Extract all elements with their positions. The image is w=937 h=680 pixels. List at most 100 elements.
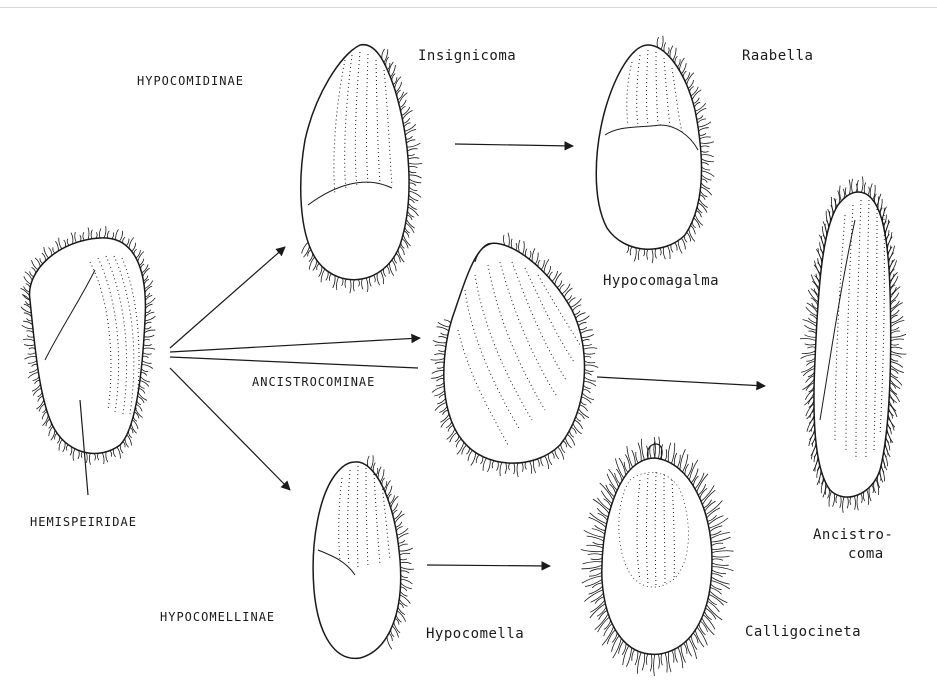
cilium — [689, 460, 698, 480]
cilium — [439, 395, 445, 399]
hypocomella-outline — [313, 462, 401, 658]
cilium — [88, 228, 89, 240]
cilium — [102, 453, 104, 464]
cilium — [804, 325, 816, 330]
cilium — [409, 195, 419, 201]
cilium — [35, 380, 40, 384]
cilium — [24, 276, 31, 284]
cilium — [711, 577, 729, 584]
cilium — [638, 249, 640, 261]
cilium — [805, 344, 816, 345]
cilium — [665, 449, 667, 460]
cilium — [588, 554, 603, 555]
cilium — [582, 576, 602, 583]
cilium — [712, 563, 729, 565]
cilium — [626, 648, 631, 667]
cilium — [838, 191, 840, 204]
cilium — [401, 579, 413, 584]
cilium — [398, 92, 404, 100]
cilium — [890, 369, 898, 374]
cilium — [699, 199, 708, 208]
cilium — [142, 361, 152, 364]
cilium — [667, 48, 669, 55]
cilium — [668, 652, 671, 672]
label-calligocineta: Calligocineta — [745, 624, 861, 640]
cilium — [120, 445, 123, 454]
cilium — [836, 495, 837, 503]
cilium — [75, 232, 77, 243]
cilium — [582, 393, 594, 400]
cilium — [145, 304, 152, 309]
cilium — [558, 447, 564, 460]
cilium — [433, 341, 447, 343]
cilium — [659, 437, 660, 459]
cilium — [23, 339, 34, 341]
cilium — [145, 322, 152, 325]
cilium — [703, 615, 715, 630]
cilium — [702, 167, 710, 170]
cilium — [823, 483, 826, 498]
arrow-insignicoma-to-raabella — [455, 144, 573, 146]
cilium — [711, 584, 722, 590]
cilium — [409, 166, 418, 167]
hemispeiridae-outline — [30, 238, 146, 454]
cilium — [891, 351, 907, 354]
cilium — [589, 572, 602, 576]
cilium — [530, 461, 532, 474]
cilium — [712, 551, 734, 553]
cilium — [577, 316, 589, 322]
cilium — [578, 322, 586, 326]
cilium — [574, 311, 580, 315]
cilium — [585, 365, 599, 367]
cilium — [394, 257, 397, 264]
label-ancistrocominae: ANCISTROCOMINAE — [252, 375, 375, 389]
cilium — [664, 42, 666, 52]
cilium — [107, 231, 109, 239]
cilium — [25, 356, 37, 359]
cilium — [701, 155, 714, 157]
cilium — [142, 365, 153, 369]
cilium — [64, 240, 66, 247]
cilium — [712, 574, 723, 578]
raabella-outline — [596, 45, 701, 249]
cilium — [672, 651, 674, 663]
cilium — [402, 107, 410, 115]
cilium — [690, 87, 694, 93]
cilium — [431, 359, 445, 361]
cilium — [112, 233, 114, 239]
cilium — [800, 338, 816, 340]
cilium — [701, 146, 710, 147]
cilium — [678, 241, 682, 254]
cilium — [30, 271, 34, 276]
cilium — [450, 432, 457, 442]
cilium — [583, 348, 597, 349]
cilium — [145, 327, 152, 329]
cilium — [891, 358, 899, 361]
cilium — [471, 453, 476, 466]
cilium — [635, 651, 638, 665]
cilium — [487, 460, 490, 472]
cilium — [436, 378, 444, 381]
cilium — [802, 351, 816, 354]
cilium — [863, 492, 864, 501]
cilium — [862, 176, 864, 192]
cilium — [508, 233, 509, 247]
cilium — [700, 142, 714, 144]
cilium — [581, 330, 593, 334]
cilium — [24, 286, 30, 292]
cilium — [136, 404, 142, 411]
cilium — [701, 485, 714, 501]
cilium — [509, 463, 510, 470]
cilium — [43, 415, 49, 426]
cilium — [144, 345, 152, 346]
cilium — [580, 327, 587, 330]
arrow-hemispeiridae-ancistrocominae-line — [170, 357, 418, 368]
cilium — [522, 463, 523, 472]
cilium — [23, 321, 32, 325]
cilium — [583, 562, 602, 564]
cilium — [141, 373, 147, 376]
cilium — [139, 388, 145, 393]
label-ancistrocoma-line2: coma — [848, 546, 884, 562]
cilium — [444, 320, 451, 323]
